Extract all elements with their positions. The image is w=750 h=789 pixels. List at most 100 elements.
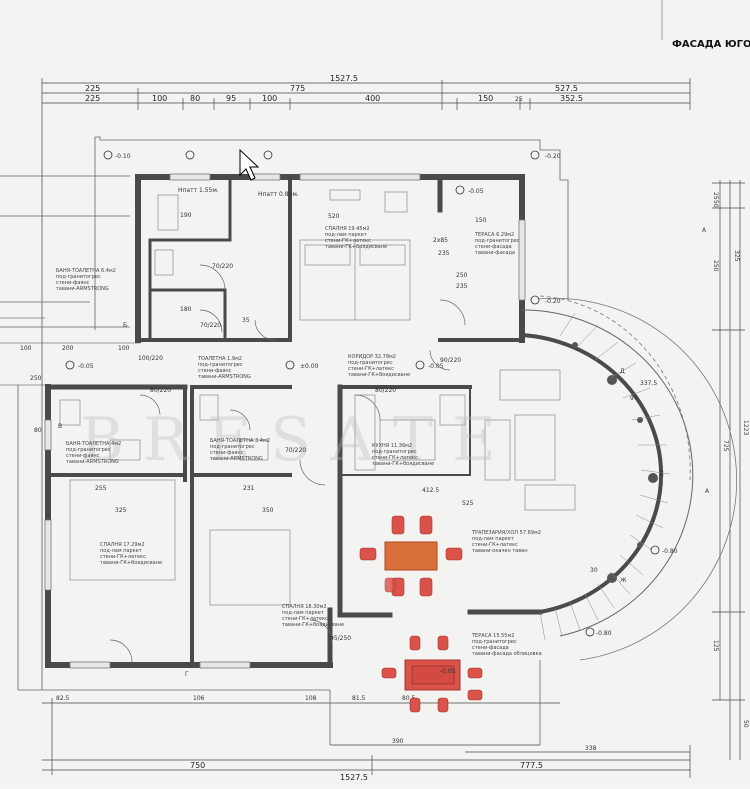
facade-title: ФАСАДА ЮГО (672, 39, 750, 50)
dim-bottom-5: 80.5 (402, 695, 416, 702)
windows (44, 173, 526, 669)
dim-bottom-6: 390 (392, 738, 404, 745)
axis-letter-2: В (58, 423, 62, 430)
axis-letter-8: А (702, 227, 707, 234)
room-spec: тавани-фасада (475, 250, 515, 256)
dim-top2-8: 25 (515, 96, 523, 103)
dim-top2-3: 80 (190, 94, 200, 103)
room-name: КУХНЯ 11.36м2 (372, 443, 412, 449)
facade-columns (572, 342, 658, 583)
level-label-7: -0.05 (428, 363, 444, 370)
dim-235b: 235 (456, 283, 468, 290)
door-80-220-b: 80/220 (150, 387, 171, 394)
door-80-220: 80/220 (375, 387, 396, 394)
dim-left-1: 100 (20, 345, 32, 352)
door-70-220-c: 70/220 (285, 447, 306, 454)
dim-top2-7: 150 (478, 94, 493, 103)
room-spec: под-гранитогрес (372, 449, 417, 455)
curved-facade (521, 295, 738, 661)
dim-left-4: 250 (30, 375, 42, 382)
room-spec: под-гранитогрес (475, 238, 520, 244)
room-spec: стени-фаянс (56, 280, 90, 286)
room-spec: стени-фаянс (210, 450, 244, 456)
dim-right-3: 325 (733, 250, 740, 262)
dim-bottom-total: 1527.5 (340, 773, 368, 782)
room-spec: стени-ГК+латекс (282, 616, 328, 622)
dim-255: 255 (95, 485, 107, 492)
dim-right-5: 1223 (742, 420, 749, 435)
level-label-8: -0.05 (440, 668, 456, 675)
dim-right-1: 25 (712, 192, 719, 200)
room-spec: тавани-окачен таван (472, 548, 528, 554)
dim-235: 235 (438, 250, 450, 257)
dim-left-2: 200 (62, 345, 74, 352)
axis-letter-5: Е (660, 471, 664, 478)
dim-top2-5: 100 (262, 94, 277, 103)
room-spec: тавани-ARMSTRONG (210, 456, 263, 462)
dim-525: 525 (462, 500, 474, 507)
room-spec: под-гранитогрес (348, 360, 393, 366)
room-name: БАНЯ-ТОАЛЕТНА 4м2 (66, 441, 121, 447)
level-label-6: ±0.00 (300, 363, 319, 370)
dim-350: 350 (262, 507, 274, 514)
dim-top2-4: 95 (226, 94, 236, 103)
room-spec: тавани-ГК+боядисване (325, 244, 387, 250)
dining-chair-icons (359, 515, 483, 713)
dim-bottom-4: 81.5 (352, 695, 366, 702)
room-label-group: СПАЛНЯ 19.45м2 под-лам паркет стени-ГК+л… (56, 226, 542, 657)
axis-letter-4: Д (620, 368, 625, 375)
dining-table-icon (384, 541, 461, 691)
room-spec: тавани-ГК+боядисване (282, 622, 344, 628)
room-spec: под-лам паркет (100, 548, 142, 554)
level-label-4: -0.20 (545, 298, 561, 305)
axis-letter-3: Г (185, 671, 189, 678)
dim-bottom2-1: 750 (190, 761, 205, 770)
room-spec: стени-фаянс (198, 368, 232, 374)
room-spec: стени-ГК+латекс (325, 238, 371, 244)
top-dimension-chains (41, 78, 691, 690)
dim-top-2: 775 (290, 84, 305, 93)
level-label-9: -0.80 (662, 548, 678, 555)
dim-right-4: 250 (712, 260, 719, 272)
door-100-220: 100/220 (138, 355, 163, 362)
room-spec: под-лам паркет (282, 610, 324, 616)
room-name: СПАЛНЯ 18.30м2 (282, 604, 327, 610)
room-spec: под-лам паркет (325, 232, 367, 238)
dim-top-1: 225 (85, 84, 100, 93)
dim-top2-2: 100 (152, 94, 167, 103)
dim-30: 30 (590, 567, 598, 574)
room-spec: тавани-фасада облицовка (472, 651, 542, 657)
room-name: ТЕРАСА 15.55м2 (471, 633, 514, 639)
level-label-10: -0.80 (596, 630, 612, 637)
room-spec: стени-ГК+латекс (472, 542, 518, 548)
room-spec: под-гранитогрес (210, 444, 255, 450)
room-name: БАНЯ-ТОАЛЕТНА 3.4м2 (210, 438, 270, 444)
mouse-cursor-icon (239, 148, 260, 181)
room-spec: стени-ГК+латекс (348, 366, 394, 372)
dim-right-8: 50 (742, 720, 749, 728)
dim-right-2: 50 (712, 200, 719, 208)
room-name: СПАЛНЯ 19.45м2 (325, 226, 370, 232)
door-95-250: 95/250 (330, 635, 351, 642)
room-name: ТОАЛЕТНА 1.9м2 (197, 356, 242, 362)
dim-bottom2-2: 777.5 (520, 761, 543, 770)
axis-letter-7: А (705, 488, 710, 495)
door-70-220-a: 70/220 (212, 263, 233, 270)
watermark-text: B R E S A T E (80, 405, 496, 475)
outer-boundary-lines (0, 136, 569, 745)
room-spec: стени-фаянс (66, 453, 100, 459)
dim-325: 325 (115, 507, 127, 514)
dim-top2-1: 225 (85, 94, 100, 103)
dim-190: 190 (180, 212, 192, 219)
dim-35: 35 (242, 317, 250, 324)
window-height-1: Нпатт 1.55м. (178, 187, 219, 194)
dim-right-7: 125 (712, 640, 719, 652)
room-spec: тавани-ARMSTRONG (66, 459, 119, 465)
room-name: ТРАПЕЗАРИЯ/ХОЛ 57.69м2 (471, 530, 541, 536)
dim-top-total: 1527.5 (330, 74, 358, 83)
dim-2x85: 2x85 (433, 237, 448, 244)
bottom-dimension-chains (42, 698, 691, 778)
level-label-1: -0.10 (115, 153, 131, 160)
